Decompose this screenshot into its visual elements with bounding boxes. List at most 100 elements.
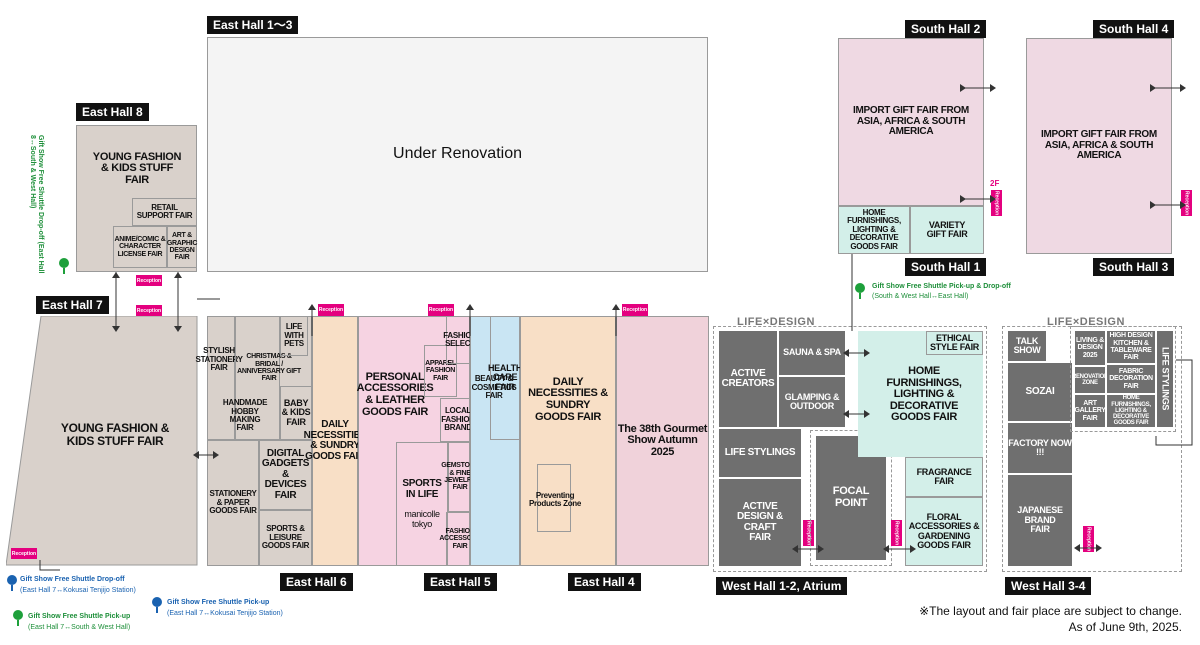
hall-east-5-blue — [470, 316, 520, 566]
fair-stylish-stationery-col — [207, 316, 235, 440]
fair-fabric-decoration: FABRIC DECORATION FAIR — [1107, 365, 1155, 393]
shuttle-pin-south-icon — [855, 283, 865, 299]
fair-daily-necessities-east6: DAILY NECESSITIES & SUNDRY GOODS FAIR — [304, 316, 367, 566]
fair-sports-in-life: SPORTS IN LIFE — [402, 478, 442, 500]
fair-gourmet-show: The 38th Gourmet Show Autumn 2025 — [616, 316, 709, 566]
focal-point-outline — [810, 430, 892, 566]
shuttle-pin-icon — [59, 258, 69, 274]
shuttle-pin-dropoff-icon — [7, 575, 17, 591]
fair-home-furnishings-w34: HOME FURNISHINGS, LIGHTING & DECORATIVE … — [1107, 395, 1155, 427]
hall-label-east-4: East Hall 4 — [568, 573, 641, 591]
fair-home-furnishings-west: HOME FURNISHINGS, LIGHTING & DECORATIVE … — [886, 365, 962, 424]
fair-talk-show: TALK SHOW — [1008, 331, 1046, 361]
hall-label-east-1-3: East Hall 1〜3 — [207, 16, 299, 34]
reception-south-4: Reception — [1181, 190, 1192, 216]
zone-preventing-box — [537, 464, 571, 532]
shuttle-dropoff-east7: Gift Show Free Shuttle Drop-off — [20, 576, 125, 583]
fair-home-furnishings-south1: HOME FURNISHINGS, LIGHTING & DECORATIVE … — [838, 206, 910, 254]
hall-label-south-1: South Hall 1 — [905, 258, 987, 276]
life-design-label-w12: LIFE×DESIGN — [737, 316, 815, 328]
fair-life-stylings-w34: LIFE STYLINGS — [1157, 331, 1173, 427]
shuttle-pickup-east7-st: Gift Show Free Shuttle Pick-up — [167, 599, 270, 606]
fair-health-care: HEALTH CARE FAIR — [488, 316, 522, 440]
hall-label-south-2: South Hall 2 — [905, 20, 987, 38]
hall-label-east-7: East Hall 7 — [36, 296, 109, 314]
fair-daily-necessities-east4: DAILY NECESSITIES & SUNDRY GOODS FAIR — [528, 375, 608, 423]
fair-handmade-hobby: HANDMADE HOBBY MAKING FAIR — [222, 398, 268, 433]
fair-import-gift-south2: IMPORT GIFT FAIR FROM ASIA, AFRICA & SOU… — [838, 38, 984, 206]
fair-manicolle: manicolle tokyo — [404, 509, 440, 529]
reception-east-8: Reception — [136, 275, 162, 286]
area-under-renovation: Under Renovation — [207, 37, 708, 272]
fair-ethical-style: ETHICAL STYLE FAIR — [926, 331, 983, 355]
fair-christmas-box — [235, 316, 280, 440]
fair-living-design: LIVING & DESIGN 2025 — [1075, 331, 1105, 365]
shuttle-pickup-south-sub: (South & West Hall↔East Hall) — [872, 293, 969, 300]
fair-young-fashion-east8: YOUNG FASHION & KIDS STUFF FAIR — [92, 150, 182, 186]
fair-sports-in-life-box: SPORTS IN LIFE manicolle tokyo — [396, 442, 448, 566]
reception-east-6: Reception — [318, 304, 344, 316]
hall-east-8: YOUNG FASHION & KIDS STUFF FAIR RETAIL S… — [76, 125, 197, 272]
hall-label-east-5: East Hall 5 — [424, 573, 497, 591]
fair-sports-leisure: SPORTS & LEISURE GOODS FAIR — [259, 510, 312, 566]
shuttle-pickup-east7-sw: Gift Show Free Shuttle Pick-up — [28, 613, 131, 620]
fair-floral: FLORAL ACCESSORIES & GARDENING GOODS FAI… — [905, 497, 983, 566]
shuttle-pin-pickup-sw-icon — [13, 610, 23, 626]
shuttle-pickup-east7-st-sub: (East Hall 7↔Kokusai Tenjijo Station) — [167, 610, 283, 617]
fair-factory-now: FACTORY NOW !!! — [1008, 423, 1072, 473]
shuttle-dropoff-east7-sub: (East Hall 7↔Kokusai Tenjijo Station) — [20, 587, 136, 594]
life-design-outline — [1070, 326, 1176, 432]
reception-west-2: Reception — [891, 520, 902, 546]
fair-life-with-pets: LIFE WITH PETS — [280, 316, 308, 356]
reception-west-1: Reception — [803, 520, 814, 546]
fair-stylish-stationery: STYLISH STATIONERY FAIR — [195, 346, 243, 373]
fair-apparel-fashion: APPAREL FASHION FAIR — [424, 345, 457, 397]
shuttle-pickup-east7-sw-sub: (East Hall 7↔South & West Hall) — [28, 624, 131, 631]
fair-retail-support: RETAIL SUPPORT FAIR — [132, 198, 197, 226]
hall-label-south-3: South Hall 3 — [1093, 258, 1175, 276]
fair-japanese-brand: JAPANESE BRAND FAIR — [1008, 475, 1072, 566]
fair-sauna-spa: SAUNA & SPA — [779, 331, 845, 375]
fair-anime-comic: ANIME/COMIC & CHARACTER LICENSE FAIR — [113, 226, 167, 268]
footnote-line-2: As of June 9th, 2025. — [1068, 620, 1182, 634]
hall-label-east-8: East Hall 8 — [76, 103, 149, 121]
fair-fragrance: FRAGRANCE FAIR — [905, 457, 983, 497]
reception-east-4: Reception — [622, 304, 648, 316]
shuttle-pickup-south: Gift Show Free Shuttle Pick-up & Drop-of… — [872, 283, 1011, 290]
footnote: ※The layout and fair place are subject t… — [840, 603, 1182, 635]
fair-beauty-cosmetics: BEAUTY & COSMETICS FAIR — [471, 374, 517, 401]
hall-east-7-shape — [6, 316, 198, 566]
fair-digital-gadgets: DIGITAL GADGETS & DEVICES FAIR — [259, 440, 312, 510]
shuttle-pin-pickup-st-icon — [152, 597, 162, 613]
fair-glamping-outdoor: GLAMPING & OUTDOOR — [779, 377, 845, 427]
fair-personal-accessories: PERSONAL ACCESSORIES & LEATHER GOODS FAI… — [356, 370, 434, 418]
hall-label-west-1-2: West Hall 1-2, Atrium — [716, 577, 848, 595]
west-hall-1-2-outline — [713, 326, 987, 572]
fair-life-stylings-w12: LIFE STYLINGS — [719, 429, 801, 477]
fair-active-creators: ACTIVE CREATORS — [719, 331, 777, 427]
fair-variety-gift: VARIETY GIFT FAIR — [910, 206, 984, 254]
hall-label-south-4: South Hall 4 — [1093, 20, 1175, 38]
hall-label-east-6: East Hall 6 — [280, 573, 353, 591]
hall-label-west-3-4: West Hall 3-4 — [1005, 577, 1092, 595]
fair-active-design: ACTIVE DESIGN & CRAFT FAIR — [719, 479, 801, 566]
fair-christmas: CHRISTMAS & BRIDAL / ANNIVERSARY GIFT FA… — [237, 353, 301, 383]
reception-east-7-top: Reception — [136, 305, 162, 316]
hall-east-4 — [520, 316, 616, 566]
fair-renovation-zone: RENOVATION ZONE — [1072, 367, 1108, 393]
fair-art-gallery: ART GALLERY FAIR — [1075, 395, 1106, 427]
floor-2f-label: 2F — [990, 179, 1000, 188]
zone-preventing: Preventing Products Zone — [528, 490, 582, 508]
reception-east-7: Reception — [11, 548, 37, 559]
fair-sozai: SOZAI — [1008, 363, 1072, 421]
footnote-line-1: ※The layout and fair place are subject t… — [919, 604, 1182, 618]
fair-young-fashion-east7: YOUNG FASHION & KIDS STUFF FAIR — [60, 421, 170, 448]
reception-south-2: Reception — [991, 190, 1002, 216]
fair-baby-kids: BABY & KIDS FAIR — [280, 386, 312, 440]
fair-stationery-paper: STATIONERY & PAPER GOODS FAIR — [207, 440, 259, 566]
reception-east-5: Reception — [428, 304, 454, 316]
fair-import-gift-south4: IMPORT GIFT FAIR FROM ASIA, AFRICA & SOU… — [1026, 38, 1172, 254]
fair-high-design: HIGH DESIGN KITCHEN & TABLEWARE FAIR — [1107, 331, 1155, 363]
life-design-label-w34: LIFE×DESIGN — [1047, 316, 1125, 328]
